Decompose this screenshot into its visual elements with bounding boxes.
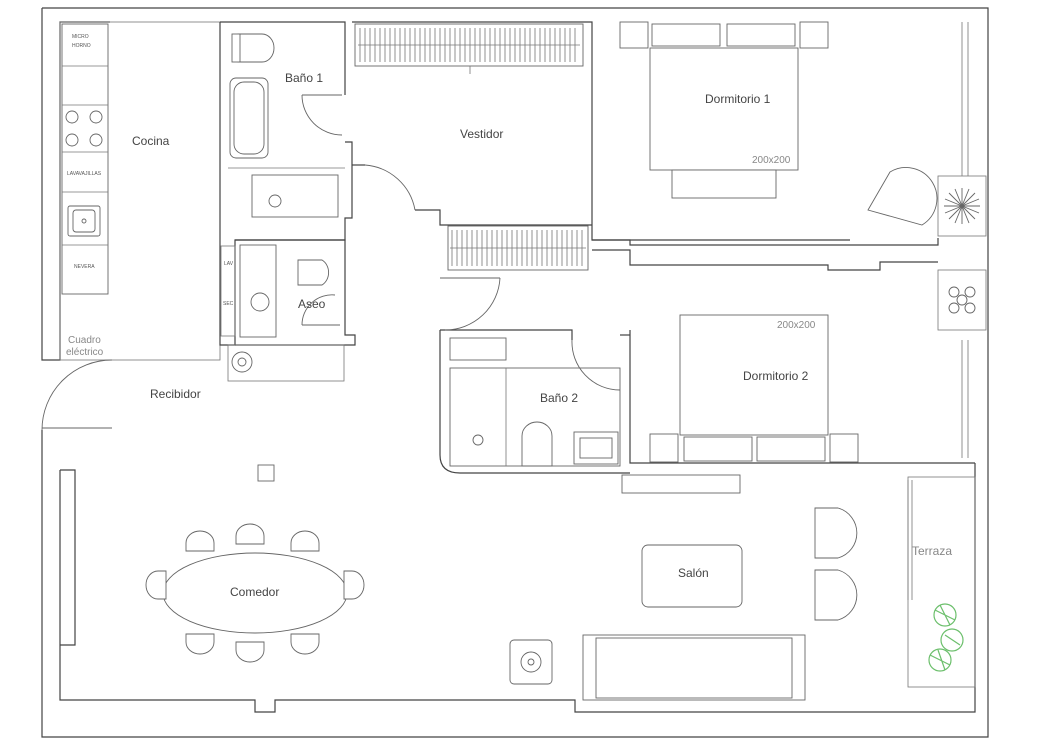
shower-icon: [251, 174, 339, 218]
plant-icon: [944, 188, 980, 224]
oven-label: HORNO: [72, 43, 91, 49]
shower-head-icon: [472, 434, 484, 446]
bathroom1-door-swing: [301, 94, 343, 136]
plant-icon: [928, 603, 964, 672]
room-label-dormitorio1: Dormitorio 1: [705, 92, 771, 106]
bed1-size-label: 200x200: [752, 155, 791, 166]
electrical-panel-label: Cuadro: [68, 335, 101, 346]
armchair-icon: [867, 167, 938, 226]
fridge-label: NEVERA: [74, 264, 95, 270]
kitchen-counter: [61, 23, 109, 295]
bedroom-2: Dormitorio 2 200x200: [592, 249, 987, 494]
chair-icon: [235, 641, 265, 663]
double-bed-1: [649, 47, 799, 171]
toilet-icon: [521, 421, 553, 467]
living-room: Salón: [509, 507, 858, 701]
microwave-label: MICRO: [72, 34, 89, 40]
burner-icon: [89, 133, 103, 147]
dishwasher-label: LAVAVAJILLAS: [67, 171, 102, 177]
toilet-room-door-swing: [301, 294, 336, 326]
entrance-door-swing: [41, 359, 113, 431]
dining-chairs: [145, 523, 365, 663]
plant-icon: [948, 286, 976, 314]
chair-icon: [290, 633, 320, 655]
toilet-room: Aseo LAV SEC: [220, 239, 356, 382]
coffee-table: [641, 544, 743, 608]
burner-icon: [65, 133, 79, 147]
bathroom2-door-swing: [571, 339, 621, 391]
bedroom2-door-swing: [444, 277, 501, 331]
room-label-bano1: Baño 1: [285, 71, 323, 85]
burner-icon: [65, 110, 79, 124]
bathroom-2: Baño 2: [439, 329, 630, 474]
room-label-cocina: Cocina: [132, 134, 170, 148]
dryer-label: SEC: [223, 301, 234, 307]
dressing-room: Vestidor: [352, 21, 850, 271]
kitchen: MICRO HORNO LAVAVAJILLAS NEVERA Cocina C…: [41, 21, 221, 431]
hall-doors: Recibidor: [150, 277, 501, 482]
room-label-aseo: Aseo: [298, 297, 326, 311]
bed2-size-label: 200x200: [777, 320, 816, 331]
room-label-comedor: Comedor: [230, 585, 279, 599]
dining-room: Comedor: [145, 523, 365, 663]
room-label-terraza: Terraza: [912, 544, 952, 558]
bathroom-1: Baño 1: [219, 21, 353, 346]
room-label-salon: Salón: [678, 566, 709, 580]
column-icon: [257, 464, 275, 482]
wardrobe-hangers-2: [450, 230, 586, 266]
bedroom-1: Dormitorio 1 200x200: [592, 21, 987, 246]
armchair-icon: [814, 507, 858, 559]
washbasin-icon: [250, 292, 270, 312]
chair-icon: [290, 530, 320, 552]
washer-label: LAV: [224, 261, 234, 267]
chair-icon: [185, 530, 215, 552]
armchair-icon: [814, 569, 858, 621]
toilet-icon: [237, 33, 275, 63]
chair-icon: [343, 570, 365, 600]
toilet-icon: [297, 259, 330, 286]
chair-icon: [235, 523, 265, 545]
wardrobe-hangers: [358, 28, 580, 62]
dressing-room-door-swing: [364, 164, 416, 211]
terrace: Terraza: [907, 476, 976, 688]
room-label-recibidor: Recibidor: [150, 387, 201, 401]
washbasin-icon: [268, 194, 282, 208]
sink-cabinet: [239, 244, 277, 338]
electrical-panel-label-2: eléctrico: [66, 347, 104, 358]
chair-icon: [145, 570, 167, 600]
burner-icon: [89, 110, 103, 124]
room-label-bano2: Baño 2: [540, 391, 578, 405]
double-bed-2: [679, 314, 829, 436]
room-label-vestidor: Vestidor: [460, 127, 503, 141]
chair-icon: [185, 633, 215, 655]
room-label-dormitorio2: Dormitorio 2: [743, 369, 809, 383]
